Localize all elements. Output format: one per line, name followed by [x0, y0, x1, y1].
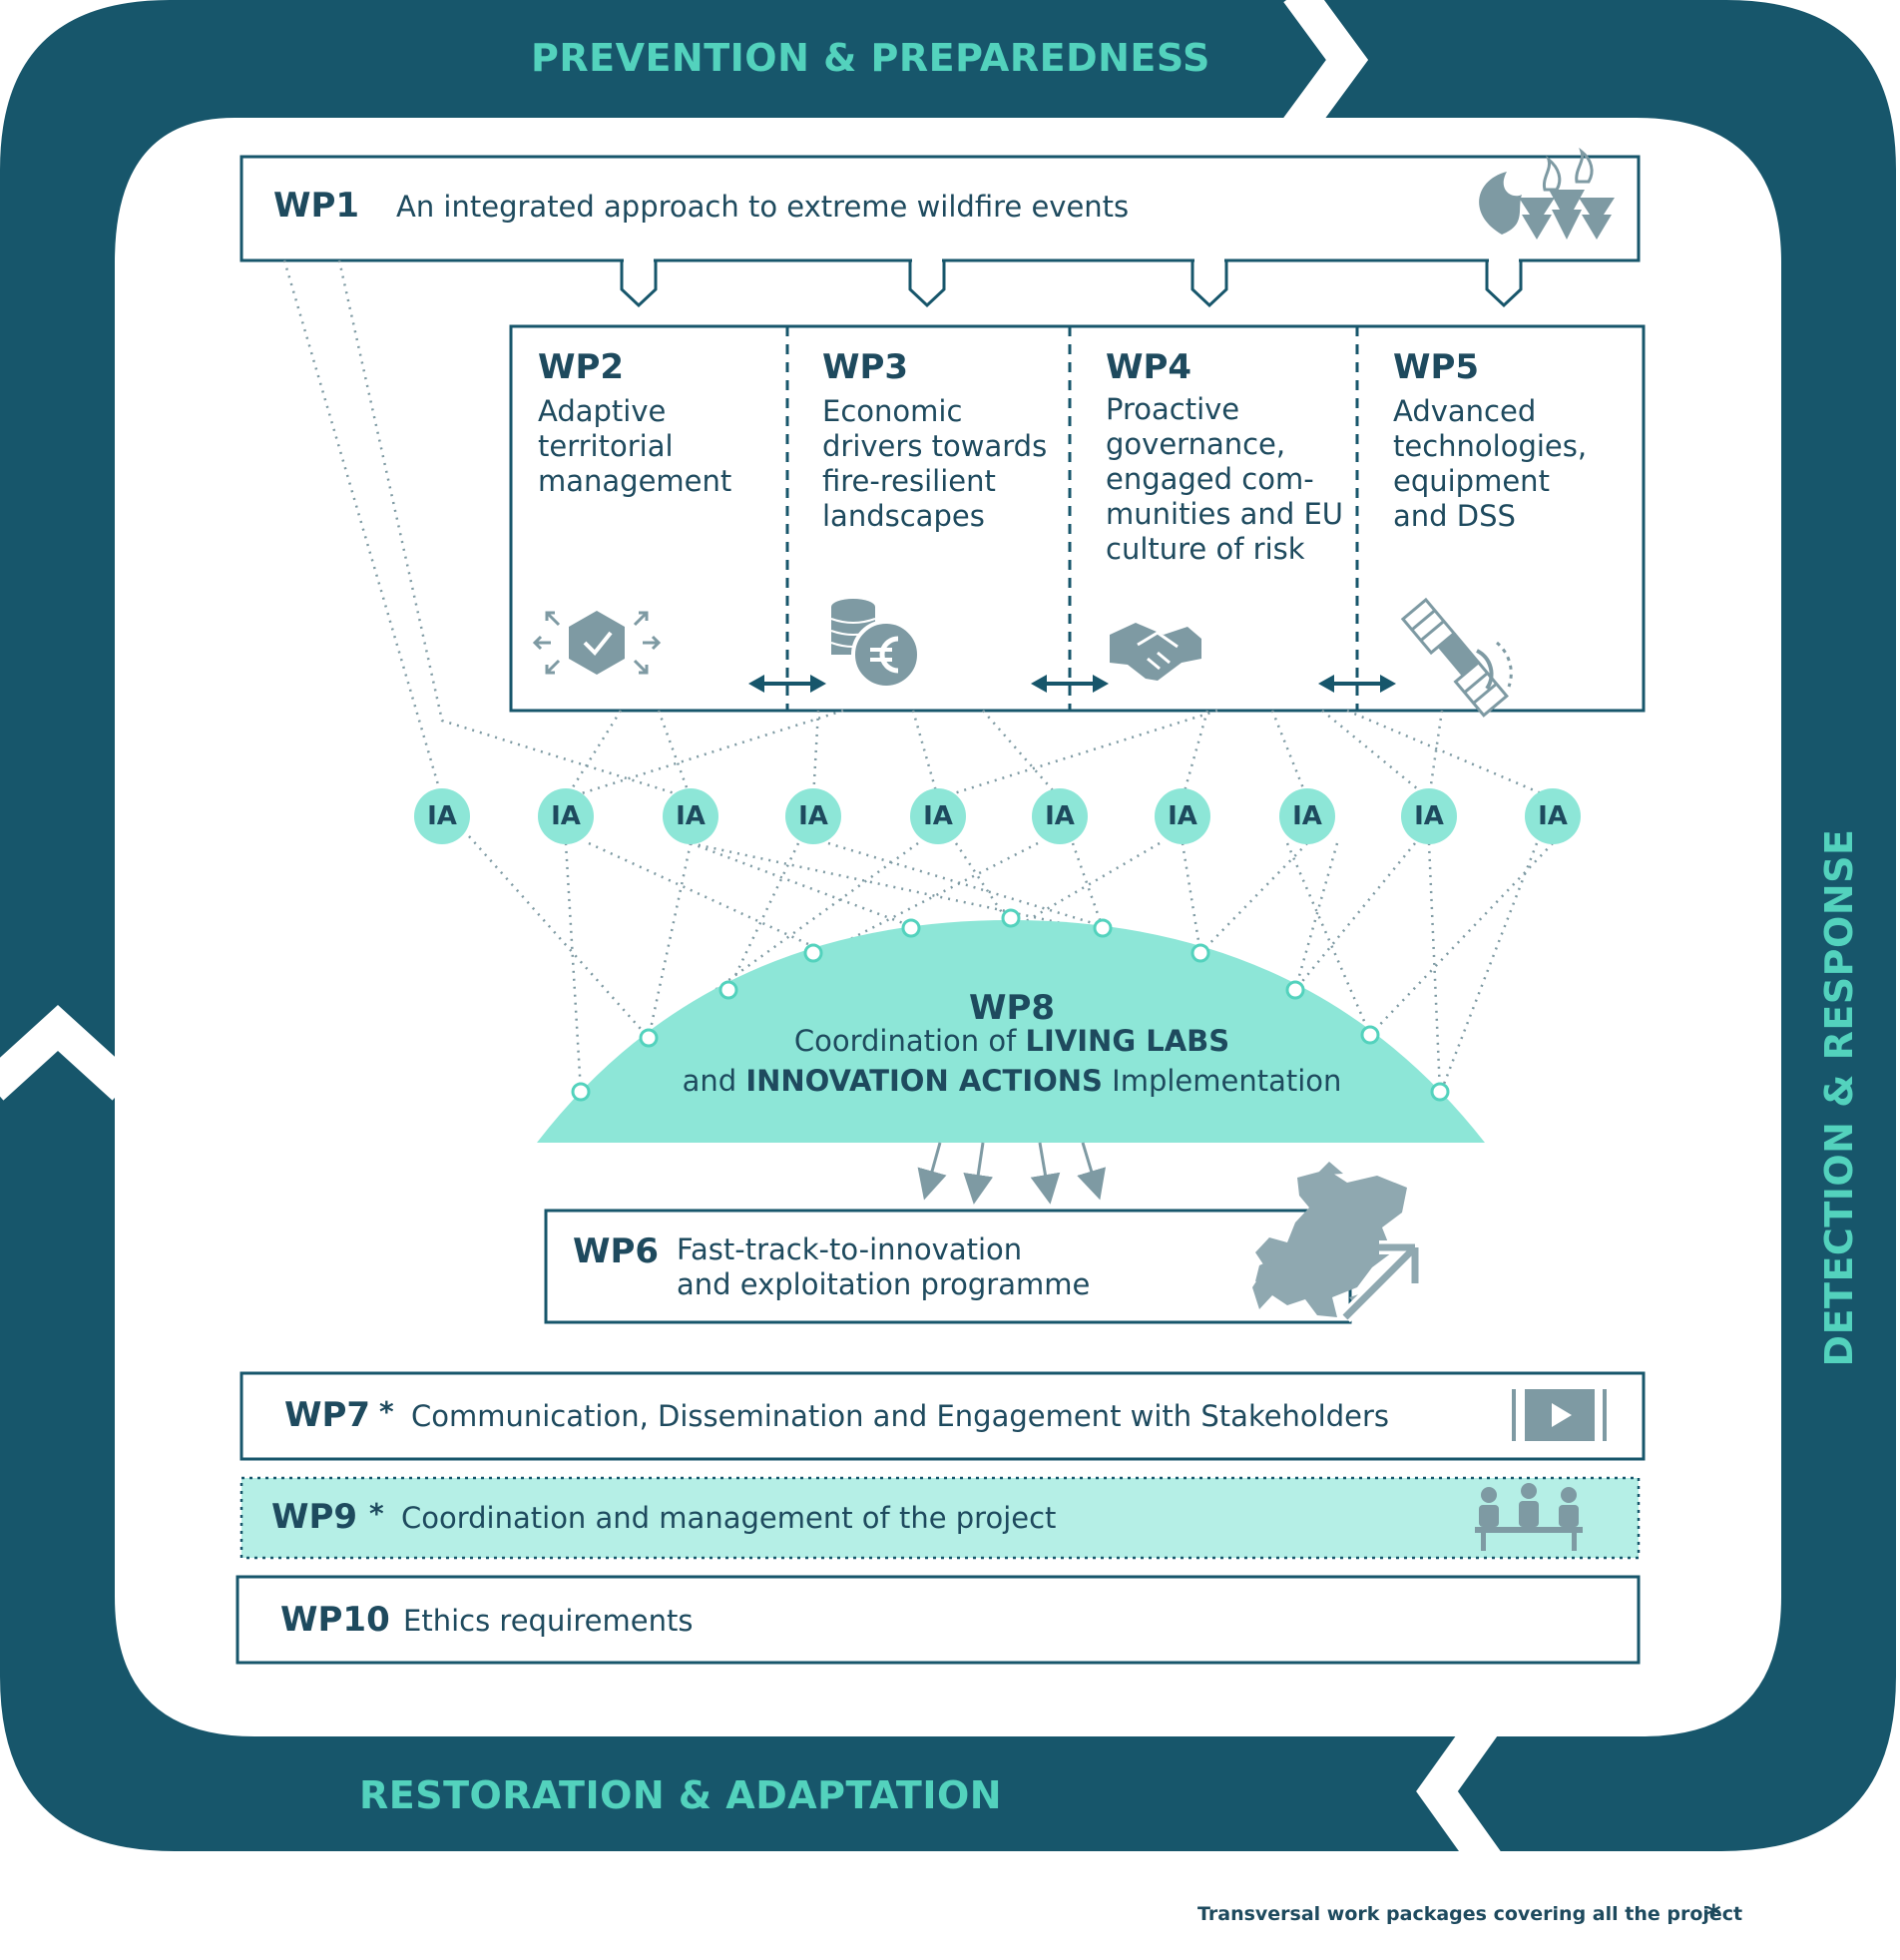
wp8-living-labs: LIVING LABS [1025, 1024, 1230, 1058]
wp9-title: Coordination and management of the proje… [401, 1501, 1057, 1535]
wp10-code: WP10 [280, 1600, 390, 1640]
wp1-title: An integrated approach to extreme wildfi… [396, 190, 1130, 224]
wp1-code: WP1 [273, 186, 360, 226]
coins-euro-icon [830, 599, 921, 690]
wp8-to-wp6-arrows [917, 1142, 1107, 1205]
phase-label-bottom: RESTORATION & ADAPTATION [359, 1773, 1003, 1817]
wp3-code: WP3 [822, 347, 909, 387]
ia-node-1: IA [427, 801, 457, 831]
wp1-notches [620, 260, 1523, 308]
wp5-code: WP5 [1393, 347, 1480, 387]
wp2-code: WP2 [538, 347, 625, 387]
wp8-dome [537, 920, 1485, 1143]
wp8-line-2: and INNOVATION ACTIONS Implementation [683, 1064, 1342, 1098]
ia-node-3: IA [676, 801, 706, 831]
wp6-box [544, 1209, 1352, 1324]
phase-label-top: PREVENTION & PREPAREDNESS [531, 36, 1210, 80]
wp10-title: Ethics requirements [403, 1604, 694, 1638]
wp7-transversal-marker: * [379, 1395, 394, 1428]
europe-map-arrow-icon [1252, 1162, 1422, 1322]
ia-node-2: IA [551, 801, 581, 831]
footnote-marker: * [1706, 1898, 1721, 1931]
wp6-code: WP6 [573, 1231, 660, 1271]
wp10-box [236, 1575, 1641, 1665]
ia-node-8: IA [1292, 801, 1322, 831]
cycle-arrow-top [1283, 0, 1369, 139]
wp7-title: Communication, Dissemination and Engagem… [411, 1399, 1390, 1433]
wp5-title: Advanced technologies, equipment and DSS [1393, 394, 1588, 533]
footnote-text: Transversal work packages covering all t… [1197, 1903, 1743, 1925]
network-lines [282, 259, 1554, 1093]
ia-node-9: IA [1414, 801, 1444, 831]
handshake-icon [1110, 623, 1201, 681]
wp8-line-1: Coordination of LIVING LABS [794, 1024, 1229, 1058]
phase-label-right: DETECTION & RESPONSE [1817, 828, 1861, 1367]
ia-node-7: IA [1168, 801, 1197, 831]
wp8-innovation-actions: INNOVATION ACTIONS [745, 1064, 1103, 1098]
column-link-arrows [748, 675, 1396, 693]
ia-node-4: IA [798, 801, 828, 831]
satellite-icon [1400, 597, 1513, 718]
wp8-code: WP8 [968, 988, 1056, 1028]
wp4-title: Proactive governance, engaged com- munit… [1106, 392, 1343, 566]
wp8-line-2-text: and [682, 1064, 746, 1098]
wp8-line-2-suffix: Implementation [1102, 1064, 1342, 1098]
wp6-title: Fast-track-to-innovation and exploitatio… [677, 1232, 1091, 1301]
ia-node-circles [414, 788, 1581, 844]
ia-node-6: IA [1045, 801, 1075, 831]
cycle-arrow-left [0, 1005, 136, 1101]
cycle-arrow-bottom [1416, 1712, 1501, 1871]
ia-node-5: IA [923, 801, 953, 831]
wp7-box [239, 1371, 1646, 1461]
wp1-box [239, 155, 1641, 262]
adaptive-hexagon-icon [532, 611, 662, 675]
wp4-code: WP4 [1106, 347, 1192, 387]
ia-node-10: IA [1538, 801, 1568, 831]
wp7-code: WP7 [284, 1395, 371, 1435]
video-play-icon [1512, 1389, 1607, 1441]
wp9-box [239, 1476, 1641, 1560]
wp8-line-1-text: Coordination of [793, 1024, 1026, 1058]
wp2-title: Adaptive territorial management [538, 394, 732, 498]
wp9-code: WP9 [271, 1497, 358, 1537]
forest-fire-icon [1479, 147, 1615, 240]
wp3-title: Economic drivers towards fire-resilient … [822, 394, 1048, 533]
meeting-people-icon [1475, 1483, 1583, 1551]
wp9-transversal-marker: * [369, 1497, 384, 1530]
wp8-connection-dots [571, 908, 1450, 1102]
